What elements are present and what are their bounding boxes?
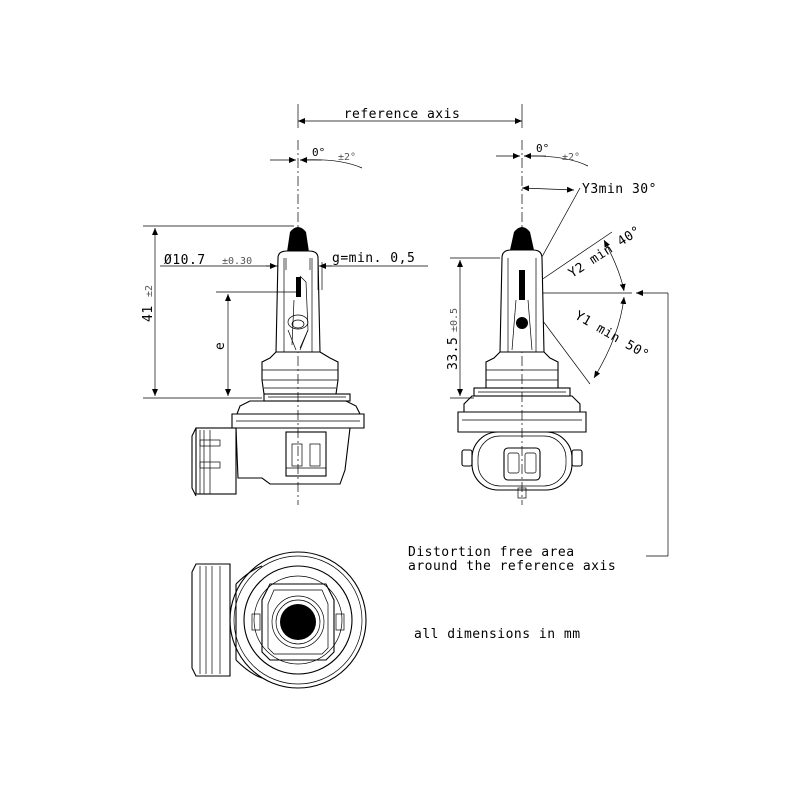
side-view: 0° ±2° <box>141 140 428 505</box>
left-angle-label: 0° <box>312 146 325 159</box>
units-note: all dimensions in mm <box>414 627 581 642</box>
height-33-label: 33.5 <box>446 337 461 370</box>
bottom-view <box>191 551 367 689</box>
lamp-tip-bottom <box>280 604 316 640</box>
left-angle-tolerance: ±2° <box>338 152 356 163</box>
distortion-note-line2: around the reference axis <box>408 559 616 574</box>
gap-label: g=min. 0,5 <box>332 251 415 266</box>
height-41-label: 41 <box>141 305 156 322</box>
diameter-label: Ø10.7 <box>164 253 206 268</box>
y3-label: Y3min 30° <box>582 182 657 197</box>
y1-label: Y1 min 50° <box>572 308 652 363</box>
y2-label: Y2 min 40° <box>566 223 644 281</box>
height-41-tolerance: ±2 <box>144 285 155 297</box>
reference-axis-label: reference axis <box>344 107 461 122</box>
height-33-tolerance: ±0.5 <box>449 308 460 332</box>
right-angle-tolerance: ±2° <box>562 152 580 163</box>
distortion-note-line1: Distortion free area <box>408 545 575 560</box>
right-angle-label: 0° <box>536 142 549 155</box>
glass-bulb <box>275 250 321 353</box>
e-label: e <box>213 342 228 350</box>
front-view: 0° ±2° Y3min 30° Y2 min 40° Y1 min 50° <box>446 140 669 557</box>
lamp-tip <box>287 227 309 252</box>
diameter-tolerance: ±0.30 <box>222 256 252 267</box>
reference-axis-dimension: reference axis <box>297 104 523 128</box>
